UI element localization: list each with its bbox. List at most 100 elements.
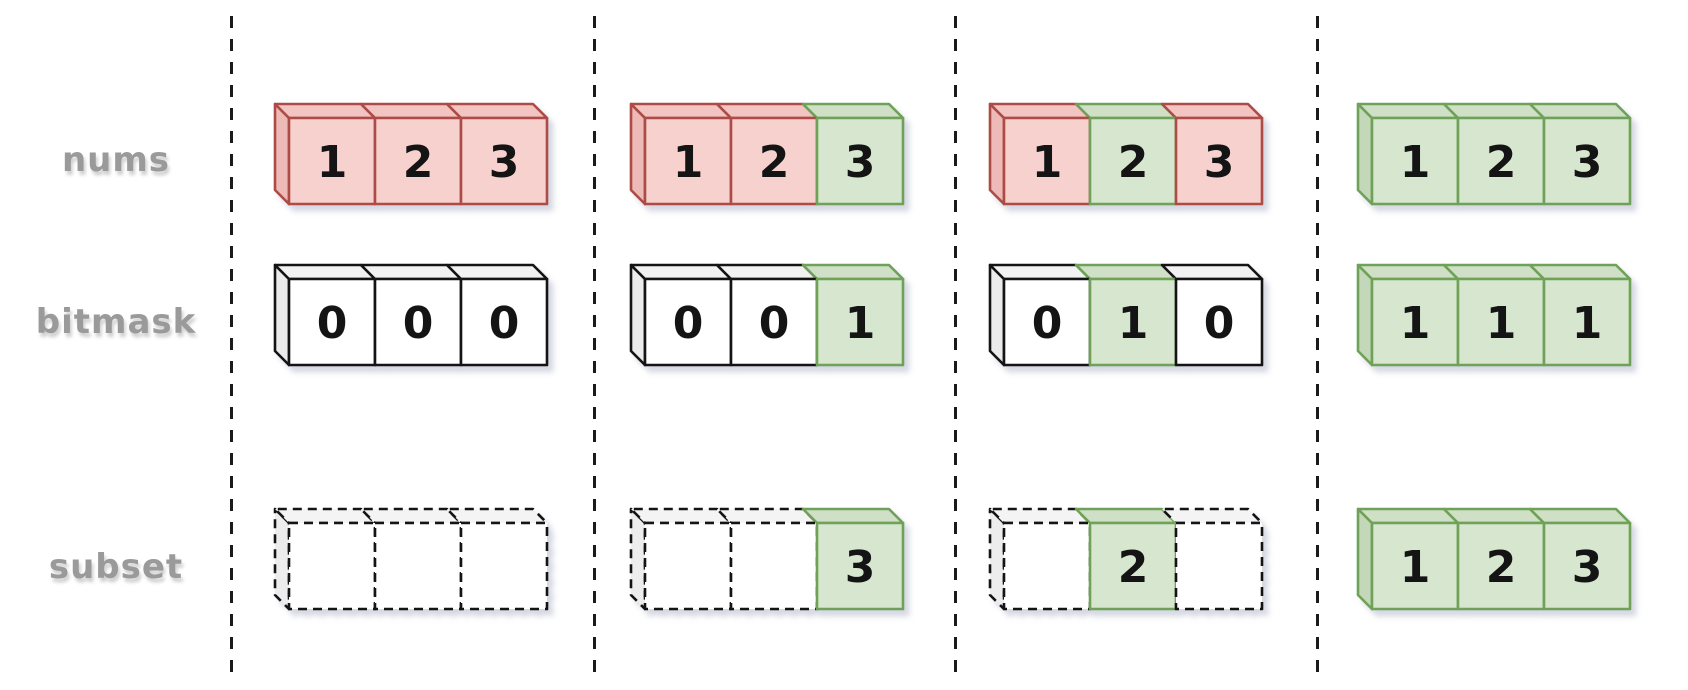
- array-box-subset: 2: [988, 507, 1264, 611]
- cell-front-face: [815, 116, 905, 206]
- array-box-nums: 1 2 3: [629, 102, 905, 206]
- cell-front-face: [1002, 521, 1092, 611]
- box-top-face: [1074, 102, 1178, 120]
- box-top-face: [359, 507, 463, 525]
- cell-front-face: [1370, 521, 1460, 611]
- box-top-face: [359, 102, 463, 120]
- array-subset-col1: [272, 506, 562, 628]
- box-top-face: [1160, 102, 1264, 120]
- array-subset-col2: 3: [628, 506, 918, 628]
- cell-front-face: [459, 277, 549, 367]
- box-top-face: [1160, 507, 1264, 525]
- box-top-face: [1356, 263, 1460, 281]
- array-box-subset: 3: [629, 507, 905, 611]
- box-top-face: [445, 263, 549, 281]
- box-top-face: [988, 507, 1092, 525]
- box-top-face: [629, 507, 733, 525]
- cell-value: 3: [489, 137, 520, 188]
- cell-value: 3: [1204, 137, 1235, 188]
- cell-value: 2: [403, 137, 434, 188]
- cell-front-face: [1088, 521, 1178, 611]
- box-top-face: [445, 102, 549, 120]
- box-top-face: [801, 507, 905, 525]
- row-label-subset: subset: [48, 547, 184, 587]
- column-separator: [954, 16, 957, 672]
- box-top-face: [715, 263, 819, 281]
- box-top-face: [1528, 507, 1632, 525]
- cell-front-face: [1174, 116, 1264, 206]
- cell-value: 3: [1572, 542, 1603, 593]
- box-side-face: [988, 507, 1006, 611]
- cell-value: 2: [759, 137, 790, 188]
- cell-value: 2: [1486, 137, 1517, 188]
- array-box-nums: 1 2 3: [988, 102, 1264, 206]
- cell-front-face: [643, 116, 733, 206]
- cell-front-face: [643, 521, 733, 611]
- box-top-face: [801, 263, 905, 281]
- box-top-face: [1356, 102, 1460, 120]
- cell-front-face: [1088, 277, 1178, 367]
- box-side-face: [1356, 507, 1374, 611]
- cell-value: 2: [1118, 542, 1149, 593]
- box-side-face: [988, 263, 1006, 367]
- cell-front-face: [1542, 116, 1632, 206]
- array-box-nums: 1 2 3: [273, 102, 549, 206]
- cell-value: 1: [673, 137, 704, 188]
- box-top-face: [1356, 507, 1460, 525]
- box-top-face: [1442, 263, 1546, 281]
- cell-value: 2: [1486, 542, 1517, 593]
- cell-value: 3: [1572, 137, 1603, 188]
- cell-front-face: [287, 521, 377, 611]
- column-separator: [593, 16, 596, 672]
- box-top-face: [1528, 263, 1632, 281]
- cell-value: 0: [1032, 298, 1063, 349]
- cell-front-face: [373, 116, 463, 206]
- column-separator: [230, 16, 233, 672]
- cell-value: 1: [1486, 298, 1517, 349]
- cell-value: 1: [1032, 137, 1063, 188]
- cell-front-face: [459, 116, 549, 206]
- box-top-face: [1160, 263, 1264, 281]
- cell-value: 1: [1400, 542, 1431, 593]
- cell-front-face: [815, 277, 905, 367]
- box-top-face: [1074, 263, 1178, 281]
- box-side-face: [988, 102, 1006, 206]
- cell-value: 0: [403, 298, 434, 349]
- cell-value: 1: [1400, 298, 1431, 349]
- cell-value: 2: [1118, 137, 1149, 188]
- box-side-face: [273, 507, 291, 611]
- cell-front-face: [729, 277, 819, 367]
- array-nums-col2: 1 2 3: [628, 101, 918, 223]
- cell-front-face: [729, 521, 819, 611]
- cell-value: 1: [845, 298, 876, 349]
- box-side-face: [1356, 102, 1374, 206]
- row-label-nums: nums: [61, 140, 171, 180]
- box-top-face: [715, 102, 819, 120]
- cell-front-face: [815, 521, 905, 611]
- box-top-face: [273, 102, 377, 120]
- cell-front-face: [459, 521, 549, 611]
- cell-value: 0: [489, 298, 520, 349]
- box-side-face: [273, 263, 291, 367]
- box-top-face: [273, 507, 377, 525]
- cell-value: 1: [1572, 298, 1603, 349]
- box-top-face: [629, 102, 733, 120]
- column-separator: [1316, 16, 1319, 672]
- cell-value: 3: [845, 137, 876, 188]
- array-box-subset: [273, 507, 549, 611]
- box-top-face: [445, 507, 549, 525]
- cell-front-face: [1456, 521, 1546, 611]
- cell-front-face: [1002, 116, 1092, 206]
- box-top-face: [1442, 102, 1546, 120]
- cell-value: 0: [317, 298, 348, 349]
- cell-front-face: [373, 521, 463, 611]
- cell-value: 3: [845, 542, 876, 593]
- box-top-face: [715, 507, 819, 525]
- cell-front-face: [1542, 277, 1632, 367]
- cell-value: 1: [317, 137, 348, 188]
